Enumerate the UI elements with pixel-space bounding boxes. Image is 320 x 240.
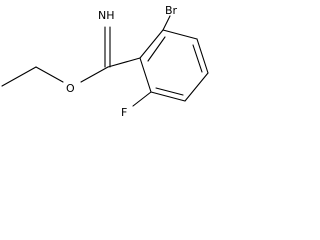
- ring-bond-4: [184, 72, 209, 102]
- ring-bond-2: [162, 29, 198, 40]
- structure-diagram: NH O Br F: [1, 4, 209, 119]
- bond-imidate-carbon-ring: [107, 57, 141, 68]
- ring-inner-double-2: [192, 44, 203, 73]
- atom-label-ester-oxygen: O: [66, 82, 75, 95]
- bond-methyl-methylene: [1, 66, 37, 87]
- atom-label-fluorine: F: [121, 106, 127, 119]
- bond-methylene-oxygen: [35, 66, 64, 83]
- ring-bond-6: [139, 57, 152, 93]
- ring-bond-1: [139, 29, 164, 59]
- bond-oxygen-imidate-carbon: [80, 66, 109, 83]
- ring-bond-3: [196, 38, 209, 74]
- ring-inner-double-3: [155, 87, 184, 96]
- ring-bond-5: [150, 91, 186, 102]
- bond-ring-fluorine: [132, 91, 152, 107]
- atom-label-bromine: Br: [165, 4, 178, 17]
- atom-label-imine-nh: NH: [98, 9, 115, 22]
- ring-inner-double-1: [147, 36, 166, 62]
- bond-ring-bromine: [162, 15, 171, 31]
